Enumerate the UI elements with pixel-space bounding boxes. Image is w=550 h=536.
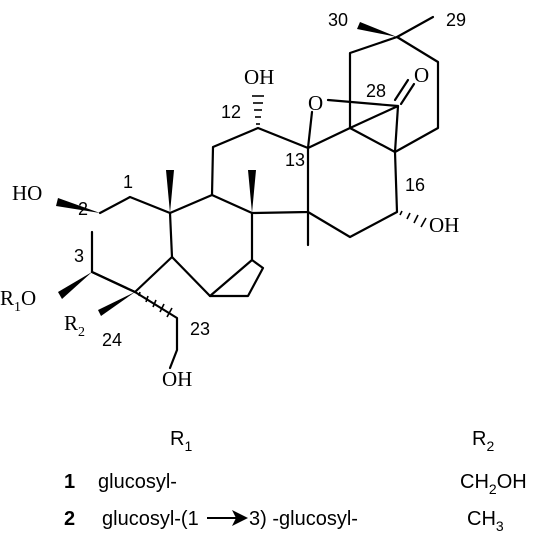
group-labels: HO R1O R2 OH O O OH OH	[0, 63, 459, 391]
label-c2: 2	[78, 199, 88, 219]
group-r1o: R1O	[0, 286, 36, 315]
table-row-2-r1-a: glucosyl-(1	[102, 508, 199, 530]
linkage-arrow	[207, 510, 248, 526]
group-r2-r: R	[64, 311, 78, 335]
hash-c16-oh	[399, 210, 427, 228]
wedge-c10-methyl	[166, 170, 174, 213]
wedge-c4-r2	[98, 292, 135, 316]
wedge-c20-methyl30	[357, 22, 397, 37]
ring-b-lower	[208, 258, 265, 298]
label-c30: 30	[328, 10, 348, 30]
table-header-r1: R1	[170, 428, 192, 454]
table-row-1-r2-sub: 2	[489, 481, 497, 497]
methyl-29	[395, 15, 435, 39]
table-row-1-id: 1	[64, 471, 75, 493]
hashed-bonds	[138, 95, 427, 318]
table-header-r1-sub: 1	[184, 438, 192, 454]
group-o-bridge: O	[308, 91, 323, 115]
table-row-1-r2: CH2OH	[460, 471, 527, 497]
ring-b	[168, 193, 254, 298]
lactone-bridge	[306, 98, 400, 154]
table-row-2-r2-sub: 3	[496, 518, 504, 534]
wedge-bonds	[56, 22, 397, 316]
c23-chain	[133, 290, 179, 370]
wedge-c2-oh	[56, 198, 100, 213]
table-row-1-r1: glucosyl-	[98, 471, 177, 493]
table-row-2-id: 2	[64, 508, 75, 530]
atom-number-labels: 1 2 3 12 13 16 23 24 28 29 30	[74, 10, 466, 350]
label-c3: 3	[74, 246, 84, 266]
ring-c	[210, 126, 310, 215]
group-ho-c2: HO	[12, 181, 42, 205]
substituent-table: R1 R2 1 glucosyl- CH2OH 2 glucosyl-(1 3)…	[64, 428, 527, 534]
wedge-c3-o	[58, 272, 92, 299]
label-c16: 16	[405, 175, 425, 195]
group-r2-sub: 2	[78, 325, 85, 340]
label-c1: 1	[123, 172, 133, 192]
table-header-r2: R2	[472, 428, 494, 454]
ring-d	[306, 126, 399, 239]
group-o-carbonyl: O	[414, 63, 429, 87]
carbonyl-bond	[393, 78, 416, 106]
group-oh-c23: OH	[162, 367, 192, 391]
ring-a-c4	[90, 270, 137, 294]
label-c29: 29	[446, 10, 466, 30]
label-c28: 28	[366, 81, 386, 101]
hash-c4-c23	[138, 291, 173, 318]
group-oh-c16: OH	[429, 213, 459, 237]
group-r1o-r: R	[0, 286, 14, 310]
group-r2: R2	[64, 311, 85, 340]
label-c12: 12	[221, 102, 241, 122]
ring-e	[348, 35, 440, 154]
table-row-2-r1-b: 3) -glucosyl-	[249, 508, 358, 530]
label-c23: 23	[190, 319, 210, 339]
wedge-c8-methyl	[248, 170, 256, 213]
table-row-1-r2-a: CH	[460, 471, 489, 493]
label-c24: 24	[102, 330, 122, 350]
hash-c12-oh	[252, 95, 264, 125]
group-oh-c12: OH	[244, 65, 274, 89]
table-row-1-r2-b: OH	[497, 471, 527, 493]
table-row-2-r2-a: CH	[467, 508, 496, 530]
group-r1o-sub: 1	[14, 300, 21, 315]
group-r1o-o: O	[21, 286, 36, 310]
table-header-r2-sub: 2	[486, 438, 494, 454]
molecule-bonds	[90, 15, 440, 370]
label-c13: 13	[285, 150, 305, 170]
table-header-r2-r: R	[472, 428, 486, 450]
table-header-r1-r: R	[170, 428, 184, 450]
table-row-2-r2: CH3	[467, 508, 504, 534]
